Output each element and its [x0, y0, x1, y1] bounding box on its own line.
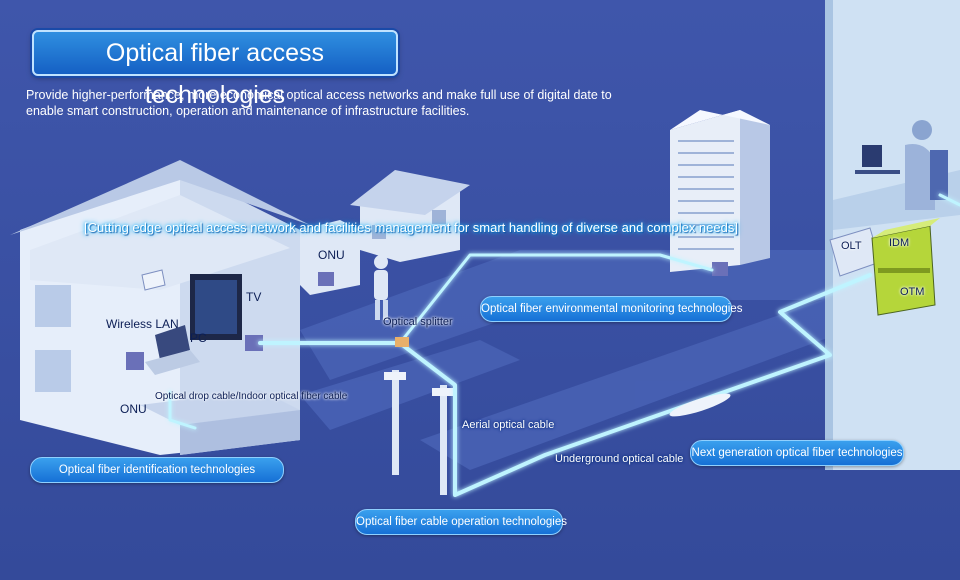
onu-small-house-label: ONU	[318, 248, 345, 262]
environmental-monitoring-technologies-pill[interactable]: Optical fiber environmental monitoring t…	[480, 296, 742, 322]
aerial-cable-label: Aerial optical cable	[462, 419, 555, 431]
splitter-device	[395, 337, 409, 347]
otm-label: OTM	[900, 286, 925, 298]
next-generation-technologies-pill[interactable]: Next generation optical fiber technologi…	[690, 440, 904, 466]
small-house-onu-building	[300, 220, 360, 295]
cable-operation-technologies-pill[interactable]: Optical fiber cable operation technologi…	[355, 509, 567, 535]
drop-cable-label: Optical drop cable/Indoor optical fiber …	[155, 391, 348, 402]
pc-label: PC	[190, 331, 207, 345]
underground-cable-label: Underground optical cable	[555, 453, 684, 465]
streets	[300, 250, 960, 470]
optical-splitter-label: Optical splitter	[383, 316, 453, 328]
utility-pole-left	[384, 370, 406, 475]
underground-closure	[669, 393, 731, 417]
olt-label: OLT	[841, 240, 862, 252]
identification-technologies-pill[interactable]: Optical fiber identification technologie…	[30, 457, 284, 483]
central-office-equipment	[829, 218, 940, 316]
fiber-paths	[168, 193, 960, 497]
skyscraper	[670, 110, 770, 276]
page-subtitle: Provide higher-performance, more economi…	[26, 88, 612, 118]
main-house	[10, 160, 310, 455]
headline-banner: [Cutting edge optical access network and…	[84, 220, 738, 235]
utility-pole-right	[432, 385, 454, 495]
wireless-lan-label: Wireless LAN	[106, 317, 179, 331]
tv-label: TV	[246, 290, 262, 304]
person-figure	[374, 255, 388, 320]
operator-figure	[855, 120, 948, 210]
onu-house-label: ONU	[120, 402, 147, 416]
small-house	[350, 170, 470, 262]
idm-label: IDM	[889, 237, 910, 249]
page-title: Optical fiber access technologies	[32, 30, 398, 109]
